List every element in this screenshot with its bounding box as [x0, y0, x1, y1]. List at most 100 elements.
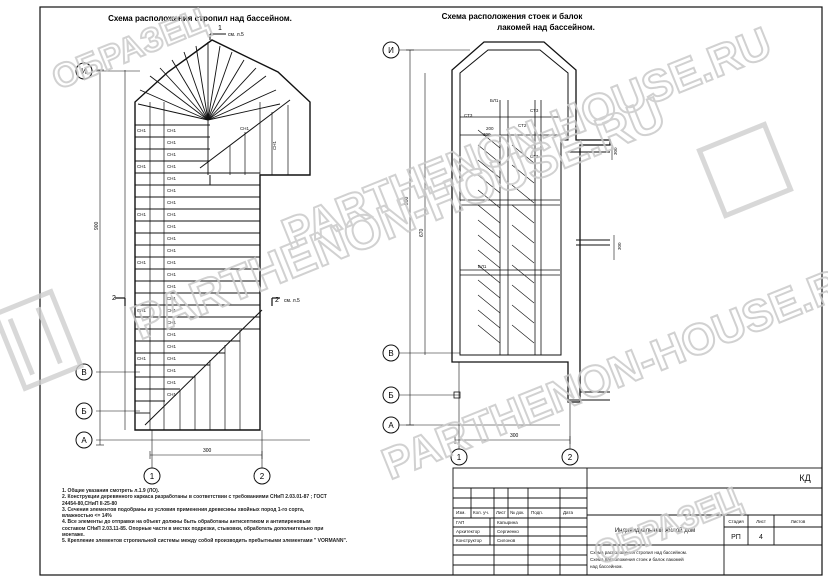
- axis-2-left: 2: [260, 472, 265, 481]
- section-number: 2: [275, 297, 279, 304]
- sheets-label: Листов: [791, 519, 806, 524]
- note-line: составом СНиП 2.03.11-85. Опорные части …: [62, 525, 324, 532]
- watermark-logo: [0, 121, 794, 392]
- rafter-label: СН1: [240, 126, 249, 131]
- header-cell: Дата: [563, 510, 573, 515]
- beam-label: БЛ1: [478, 264, 487, 269]
- section-ref: см. л.5: [228, 32, 244, 38]
- left-plan-outline: [134, 39, 311, 431]
- axis-markers: И В Б А И В Б А 1 2 1 2: [75, 41, 579, 485]
- role-label: Архитектор: [456, 529, 480, 534]
- rafter-label: СН1: [167, 200, 176, 205]
- sheet-value: 4: [759, 534, 763, 541]
- section-number: 2: [112, 295, 116, 302]
- rafter-label: СН1: [167, 140, 176, 145]
- dim-label: 200: [486, 126, 494, 131]
- note-line: 1. Общие указания смотреть л.1.9 (ЛО).: [62, 488, 160, 494]
- axis-b-right: Б: [388, 391, 393, 400]
- left-rafter-plan: Схема расположения стропил над бассейном…: [94, 14, 311, 459]
- rafter-label: СН1: [137, 356, 146, 361]
- post-label: СТ3: [530, 108, 539, 113]
- radial-rafters: [137, 42, 281, 121]
- rafter-label: СН1: [137, 164, 146, 169]
- note-line: 5. Крепление элементов стропильной систе…: [62, 538, 348, 545]
- dim-bottom-left: 300: [203, 448, 212, 454]
- header-cell: № док.: [510, 510, 524, 515]
- project-name: Индивидуальный жилой дом: [615, 527, 695, 534]
- rafter-label: СН1: [167, 272, 176, 277]
- rafter-label: СН1: [167, 152, 176, 157]
- dim-label: 300: [613, 147, 618, 155]
- rafter-label: СН1: [167, 260, 176, 265]
- rafter-label: СН1: [167, 308, 176, 313]
- section-number: 1: [218, 25, 222, 32]
- sheet-label: Лист: [756, 519, 766, 524]
- right-dimension-lines: [398, 49, 615, 444]
- rafter-label: СН1: [167, 368, 176, 373]
- beam-label: БЛ1: [490, 98, 499, 103]
- rafter-label: СН1: [137, 260, 146, 265]
- dim-vertical-right: 900: [404, 196, 410, 205]
- rafter-label: СН1: [167, 188, 176, 193]
- axis-a-left: А: [81, 436, 87, 445]
- general-notes: 1. Общие указания смотреть л.1.9 (ЛО). 2…: [62, 488, 422, 545]
- rafter-label: СН1: [167, 128, 176, 133]
- axis-1-right: 1: [457, 453, 462, 462]
- rafter-label: СН1: [167, 236, 176, 241]
- rafter-label: СН1: [167, 380, 176, 385]
- rafter-label: СН1: [137, 212, 146, 217]
- right-post-plan: Схема расположения стоек и балок лакомей…: [398, 12, 622, 444]
- dim-label: 300: [483, 132, 491, 137]
- rafter-label: СН1: [167, 356, 176, 361]
- rafter-label: СН1: [167, 296, 176, 301]
- note-line: 3. Сечения элементов подобраны из услови…: [62, 506, 305, 513]
- pool-wall-inner: [459, 49, 569, 356]
- header-cell: Изм.: [456, 510, 466, 515]
- axis-i-right: И: [388, 46, 394, 55]
- title-block-code: КД: [799, 473, 810, 483]
- note-line: влажностью <= 14%: [62, 513, 112, 520]
- rafter-label: СН1: [167, 248, 176, 253]
- rafter-label: СН1: [167, 164, 176, 169]
- rafter-label: СН1: [137, 308, 146, 313]
- axis-1-left: 1: [150, 472, 155, 481]
- section-mark-1: 1 см. л.5: [209, 25, 244, 186]
- rafter-label: СН1: [167, 284, 176, 289]
- rafter-label: СН1: [272, 141, 277, 150]
- dim-vertical-inner: 670: [419, 228, 425, 237]
- axis-a-right: А: [388, 421, 394, 430]
- title-block: [452, 467, 823, 576]
- dim-vertical-left: 900: [94, 221, 100, 230]
- role-name: Силонов: [497, 538, 516, 543]
- axis-v-left: В: [81, 368, 86, 377]
- post-label: СТ3: [530, 154, 539, 159]
- parallel-rafters: [135, 124, 260, 414]
- rafter-label: СН1: [167, 224, 176, 229]
- watermark-brand: PARTHENON-HOUSE.RU: [275, 18, 778, 259]
- rafter-label: СН1: [167, 320, 176, 325]
- right-plan-title-1: Схема расположения стоек и балок: [442, 12, 584, 21]
- stage-value: РП: [731, 534, 741, 541]
- stair-hatching: [477, 129, 535, 344]
- role-label: Конструктор: [456, 538, 482, 543]
- dim-bottom-right: 300: [510, 433, 519, 439]
- rafter-labels: СН1 СН1 СН1 СН1 СН1 СН1 СН1 СН1 СН1 СН1 …: [137, 126, 277, 397]
- note-line: 4. Все элементы до отправки на объект до…: [62, 519, 311, 526]
- header-cell: Подп.: [531, 510, 543, 515]
- rafter-label: СН1: [167, 332, 176, 337]
- post-label: СТ3: [464, 113, 473, 118]
- section-ref: см. л.5: [284, 298, 300, 304]
- axis-b-left: Б: [81, 407, 86, 416]
- sheet-frame: [39, 6, 823, 576]
- drawing-title-2: Схема расположения стоек и балок лакомей: [590, 556, 684, 562]
- pool-beams: [460, 100, 560, 355]
- header-cell: Кол. уч.: [473, 510, 489, 515]
- rafter-label: СН1: [167, 344, 176, 349]
- watermark-brand: PARTHENON-HOUSE.RU: [375, 248, 828, 489]
- role-label: ГАП: [456, 520, 464, 525]
- note-line: монтаже.: [62, 532, 85, 539]
- role-name: Капырина: [497, 520, 518, 525]
- post-marker: [453, 391, 461, 399]
- left-plan-title: Схема расположения стропил над бассейном…: [108, 14, 292, 23]
- rafter-label: СН1: [167, 212, 176, 217]
